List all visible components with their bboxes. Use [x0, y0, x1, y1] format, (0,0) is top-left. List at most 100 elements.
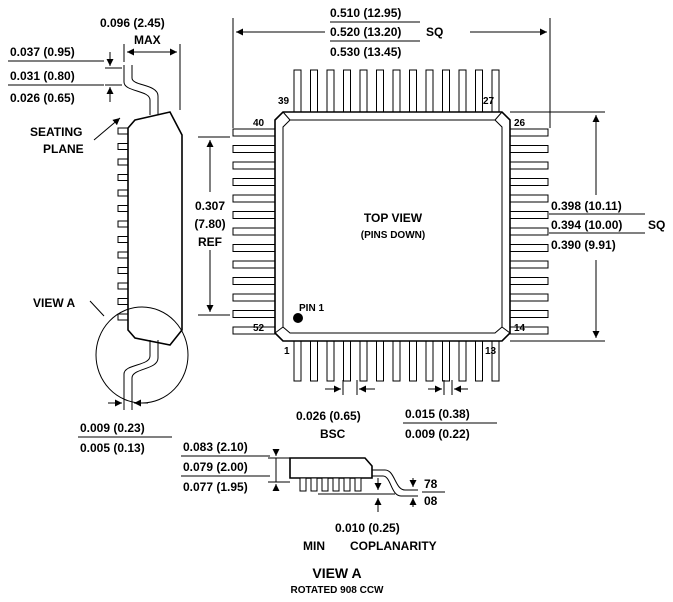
package-pin: [507, 260, 549, 269]
dim-label: COPLANARITY: [350, 539, 437, 553]
side-body: [127, 111, 183, 346]
pin-number-52: 52: [253, 323, 265, 334]
package-pin: [376, 338, 384, 382]
bevel-line: [494, 111, 503, 121]
package-pin: [442, 69, 450, 115]
pin1-dot: [293, 313, 303, 323]
pin-number-39: 39: [278, 96, 290, 107]
package-pin: [475, 69, 483, 115]
dim-label: 0.394 (10.00): [551, 218, 622, 232]
bevel-line: [282, 111, 291, 121]
dim-label: 0.015 (0.38): [405, 407, 470, 421]
view-a-caption-subtitle: ROTATED 908 CCW: [291, 585, 385, 596]
dim-label: 0.026 (0.65): [10, 91, 75, 105]
dim-label: 0.005 (0.13): [80, 441, 145, 455]
package-pin: [232, 161, 278, 170]
pin-number-1: 1: [284, 346, 290, 357]
top-view: TOP VIEW (PINS DOWN) PIN 1 39 27 40 26 5…: [232, 69, 549, 382]
dim-label: (7.80): [194, 217, 225, 231]
package-pin: [507, 145, 549, 153]
package-pin: [326, 69, 335, 115]
pin-number-26: 26: [514, 118, 526, 129]
package-pin: [232, 293, 278, 302]
dim-label: 0.390 (9.91): [551, 238, 616, 252]
pin-number-13: 13: [485, 346, 497, 357]
detail-lead: [332, 477, 340, 492]
package-pin: [507, 244, 549, 252]
dim-label: 0.520 (13.20): [330, 25, 401, 39]
dim-label: 0.037 (0.95): [10, 45, 75, 59]
package-pin: [392, 338, 401, 382]
view-a-caption-title: VIEW A: [312, 565, 361, 581]
package-pin: [507, 161, 549, 170]
package-pin: [507, 227, 549, 236]
dim-label: 0.010 (0.25): [335, 521, 400, 535]
package-pin: [409, 338, 417, 382]
package-pin: [293, 69, 302, 115]
package-pin: [458, 69, 467, 115]
pin-number-40: 40: [253, 118, 265, 129]
package-pin: [232, 128, 278, 137]
package-pin: [326, 338, 335, 382]
package-pin: [232, 244, 278, 252]
package-pin: [293, 338, 302, 382]
package-pin: [392, 69, 401, 115]
dim-label: 0.026 (0.65): [296, 409, 361, 423]
detail-lead: [310, 477, 318, 492]
package-pin: [491, 69, 500, 115]
package-pin: [232, 227, 278, 236]
bottom-pin-row: [293, 338, 500, 382]
dim-label-sq: SQ: [426, 25, 443, 39]
view-a-label: VIEW A: [33, 296, 76, 310]
package-pin: [507, 128, 549, 137]
package-pin: [409, 69, 417, 115]
package-pin: [458, 338, 467, 382]
package-pin: [507, 293, 549, 302]
seating-plane-label: PLANE: [43, 142, 84, 156]
dim-label: 0.083 (2.10): [183, 440, 248, 454]
package-pin: [232, 310, 278, 318]
package-pin: [507, 211, 549, 219]
dim-label: 0.530 (13.45): [330, 45, 401, 59]
view-a-detail: 0.083 (2.10) 0.079 (2.00) 0.077 (1.95) 7…: [181, 440, 445, 596]
top-pin-row: [293, 69, 500, 115]
package-pin: [376, 69, 384, 115]
package-pin: [232, 277, 278, 285]
package-pin: [343, 338, 351, 382]
dim-label: 0.077 (1.95): [183, 480, 248, 494]
package-pin: [507, 178, 549, 186]
package-body-outer: [274, 111, 511, 342]
pin1-label: PIN 1: [299, 303, 324, 314]
pin-number-14: 14: [514, 323, 526, 334]
detail-gullwing-lead: [372, 469, 418, 497]
package-pin: [343, 69, 351, 115]
package-body-inner: [282, 119, 503, 334]
dim-label-sq: SQ: [648, 218, 665, 232]
dim-label: 0.510 (12.95): [330, 6, 401, 20]
dim-label: MIN: [303, 539, 325, 553]
detail-lead: [354, 477, 362, 492]
package-pin: [359, 338, 368, 382]
pin-number-27: 27: [483, 96, 495, 107]
detail-lead: [299, 477, 307, 492]
angle-min: 08: [424, 494, 438, 508]
outer-lead-bottom: [123, 340, 159, 410]
dim-label: MAX: [134, 33, 161, 47]
ref-dimension: 0.307 (7.80) REF: [194, 136, 230, 316]
right-pin-row: [507, 128, 549, 335]
dim-label: 0.009 (0.22): [405, 427, 470, 441]
package-pin: [232, 178, 278, 186]
overall-width-dimension: 0.510 (12.95) 0.520 (13.20) SQ 0.530 (13…: [232, 6, 551, 128]
dim-label: 0.096 (2.45): [100, 16, 165, 30]
body-size-dimension: 0.398 (10.11) 0.394 (10.00) SQ 0.390 (9.…: [510, 111, 665, 342]
outer-lead-top: [123, 65, 159, 115]
package-pin: [232, 260, 278, 269]
side-view: 0.096 (2.45) MAX 0.037 (0.95) 0.031 (0.8…: [8, 16, 189, 455]
pitch-dimension: 0.026 (0.65) BSC: [296, 380, 375, 441]
dim-label: 0.009 (0.23): [80, 421, 145, 435]
detail-lead: [343, 477, 351, 492]
bevel-line: [501, 326, 511, 334]
seating-plane-label: SEATING: [30, 125, 82, 139]
dim-label: 0.031 (0.80): [10, 69, 75, 83]
